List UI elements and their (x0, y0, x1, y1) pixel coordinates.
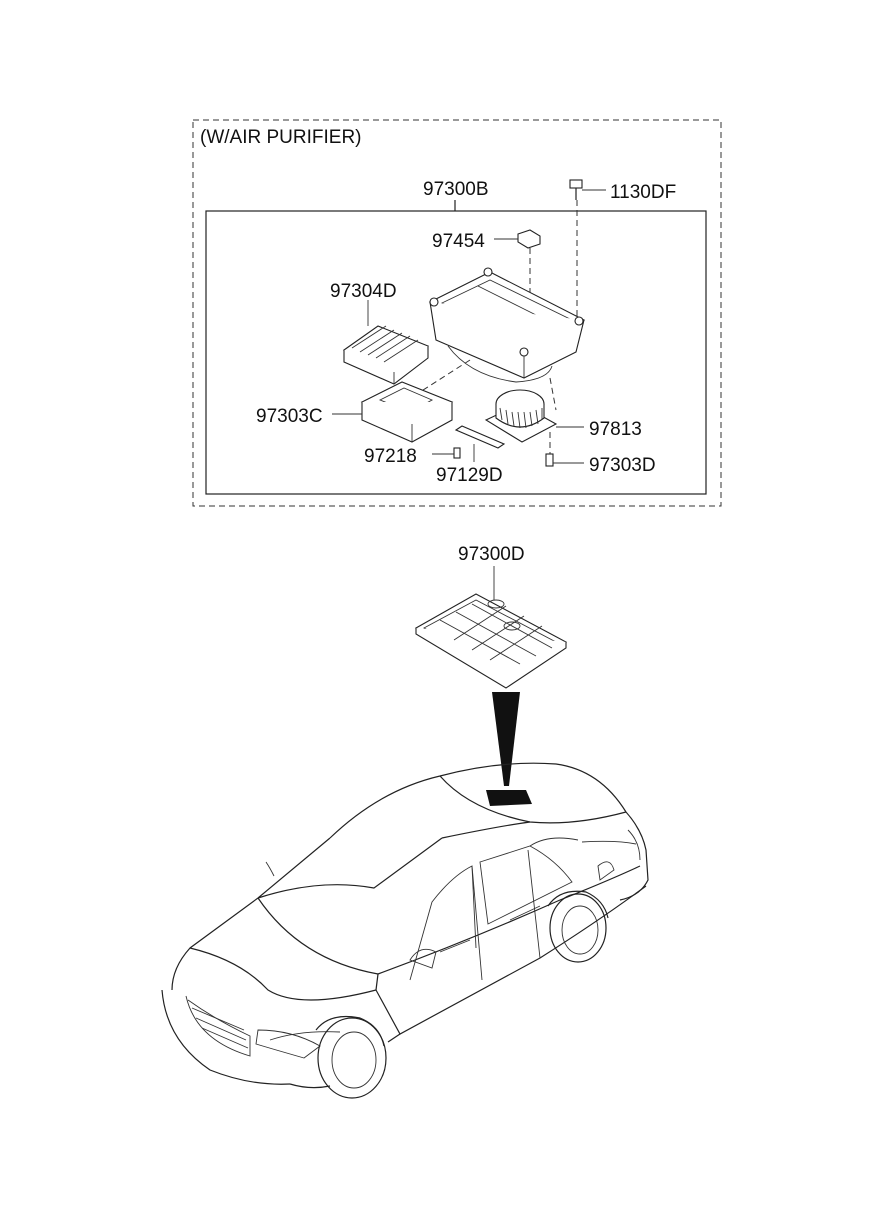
purifier-housing (419, 267, 586, 411)
label-97218[interactable]: 97218 (364, 446, 417, 467)
bracket-97129d (454, 425, 506, 462)
bolt-1130df (569, 179, 606, 318)
headliner-grille-97300d (414, 566, 568, 689)
blower-motor-97813 (484, 389, 584, 443)
screw-97303d (545, 432, 584, 467)
filter-cover-97303c (332, 381, 454, 443)
label-97300b[interactable]: 97300B (423, 179, 489, 200)
location-pointer (492, 692, 520, 786)
car-illustration (161, 762, 649, 1099)
screw-97218 (432, 447, 461, 459)
label-97304d[interactable]: 97304D (330, 281, 397, 302)
sensor-97454 (494, 229, 541, 300)
label-97129d[interactable]: 97129D (436, 465, 503, 486)
label-97454[interactable]: 97454 (432, 231, 485, 252)
group-title: (W/AIR PURIFIER) (200, 127, 362, 148)
air-purifier-group-box (192, 119, 722, 507)
label-97300d[interactable]: 97300D (458, 544, 525, 565)
assembly-box (205, 210, 707, 495)
filter-97304d (342, 300, 430, 385)
label-97303c[interactable]: 97303C (256, 406, 323, 427)
label-97303d[interactable]: 97303D (589, 455, 656, 476)
label-1130df[interactable]: 1130DF (610, 182, 676, 203)
label-97813[interactable]: 97813 (589, 419, 642, 440)
